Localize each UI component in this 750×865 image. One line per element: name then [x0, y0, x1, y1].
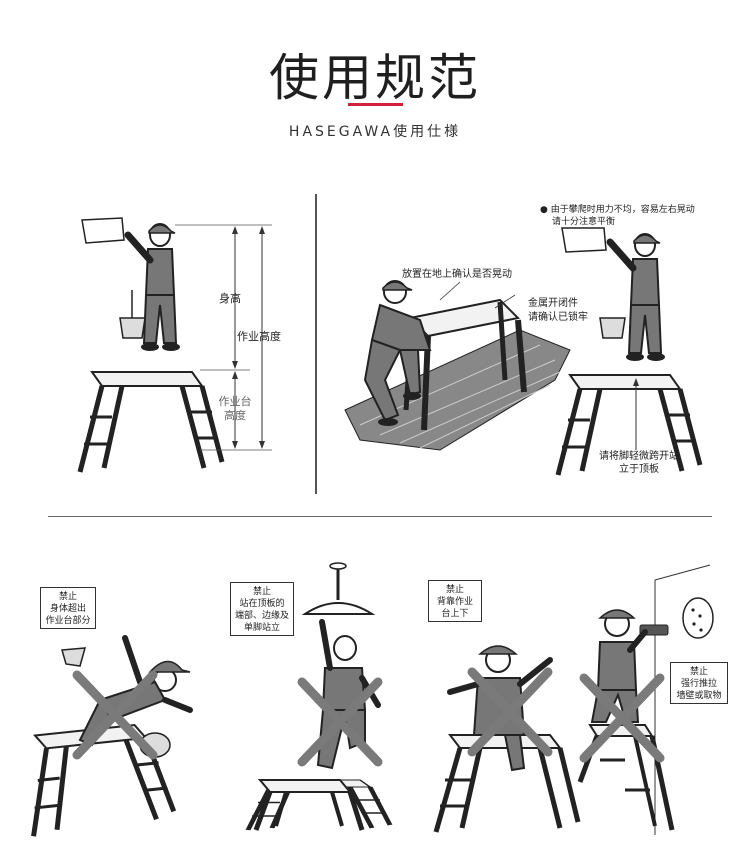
vertical-divider [315, 194, 317, 494]
body-height-label: 身高 [219, 292, 241, 305]
platform-height-label: 作业台 高度 [218, 395, 252, 422]
prohibition-box-backward: 禁止 背靠作业 台上下 [428, 580, 482, 622]
title-underline [348, 103, 403, 106]
lock-check-label: 金属开闭件 请确认已锁牢 [528, 298, 588, 323]
horizontal-divider [48, 516, 712, 517]
page-subtitle: HASEGAWA使用仕様 [288, 124, 462, 140]
ground-check-label: 放置在地上确认是否晃动 [402, 269, 512, 280]
prohibition-box-edge-standing: 禁止 站在顶板的 端部、边缘及 单脚站立 [230, 582, 294, 636]
feet-apart-label: 请将脚轻微跨开站 立于顶板 [599, 451, 679, 475]
work-height-label: 作业高度 [237, 330, 281, 343]
balance-warning-label: ● 由于攀爬时用力不均，容易左右晃动 请十分注意平衡 [540, 205, 695, 227]
page-title: 使用规范 [269, 49, 481, 107]
prohibition-box-overreach: 禁止 身体超出 作业台部分 [40, 587, 96, 629]
prohibition-box-push-pull: 禁止 强行推拉 墙壁或取物 [670, 662, 728, 704]
